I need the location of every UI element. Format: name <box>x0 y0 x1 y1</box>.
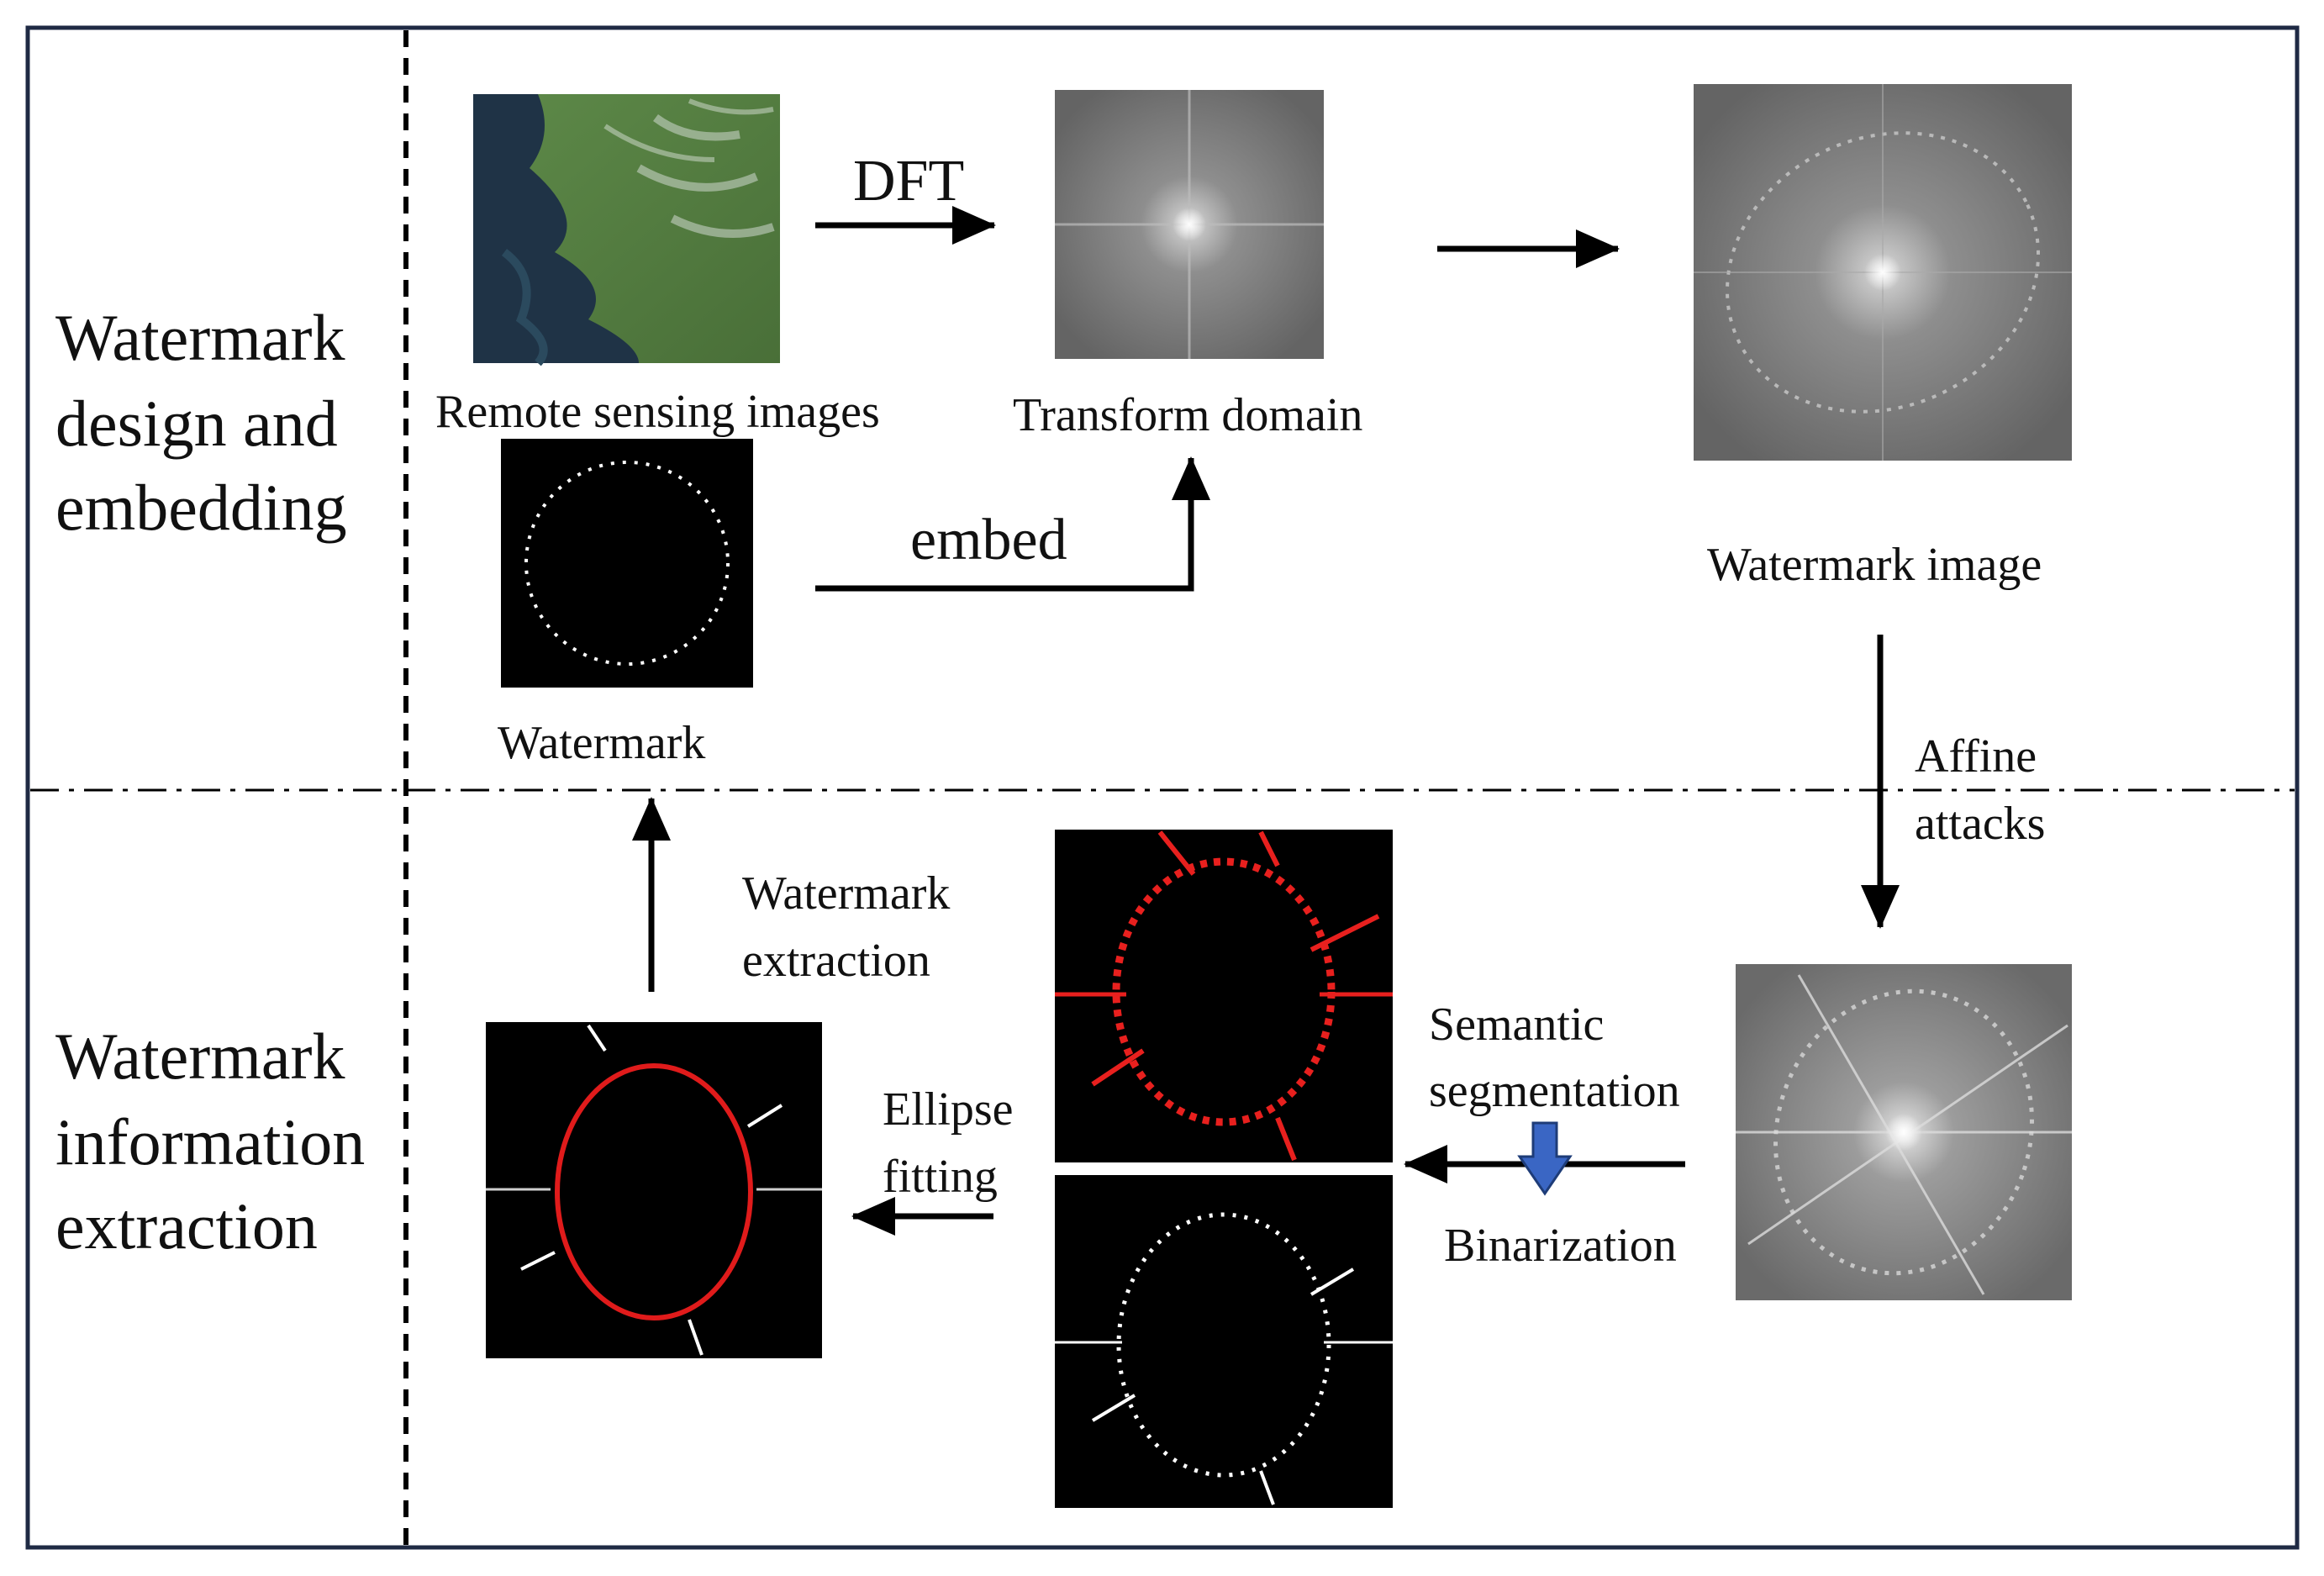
attacked-spectrum <box>1736 964 2072 1300</box>
remote-sensing-image <box>473 94 780 366</box>
section-label-extraction: Watermark information extraction <box>55 1020 382 1262</box>
label-semantic-segmentation: Semantic segmentation <box>1429 999 1680 1117</box>
label-watermark: Watermark <box>498 717 705 769</box>
label-affine-attacks: Affine attacks <box>1915 730 2048 850</box>
label-binarization: Binarization <box>1444 1220 1677 1272</box>
label-watermark-extraction: Watermark extraction <box>742 867 962 987</box>
watermark-image-spectrum <box>1694 84 2072 461</box>
segmentation-result <box>1055 830 1393 1162</box>
section-label-embedding: Watermark design and embedding <box>55 301 361 544</box>
label-dft: DFT <box>853 149 964 213</box>
ellipse-fitting-result <box>486 1022 822 1358</box>
label-ellipse-fitting: Ellipse fitting <box>883 1083 1025 1203</box>
label-watermark-image: Watermark image <box>1707 539 2042 591</box>
embed-arrow <box>815 456 1210 592</box>
label-transform-domain: Transform domain <box>1013 389 1362 441</box>
binarization-down-arrow <box>1517 1121 1573 1196</box>
watermark-thumbnail <box>501 439 753 688</box>
outer-frame <box>25 25 2300 1550</box>
transform-domain-spectrum <box>1055 90 1324 359</box>
label-remote-sensing: Remote sensing images <box>435 386 880 438</box>
label-embed: embed <box>910 508 1067 572</box>
binarization-result <box>1055 1175 1393 1508</box>
